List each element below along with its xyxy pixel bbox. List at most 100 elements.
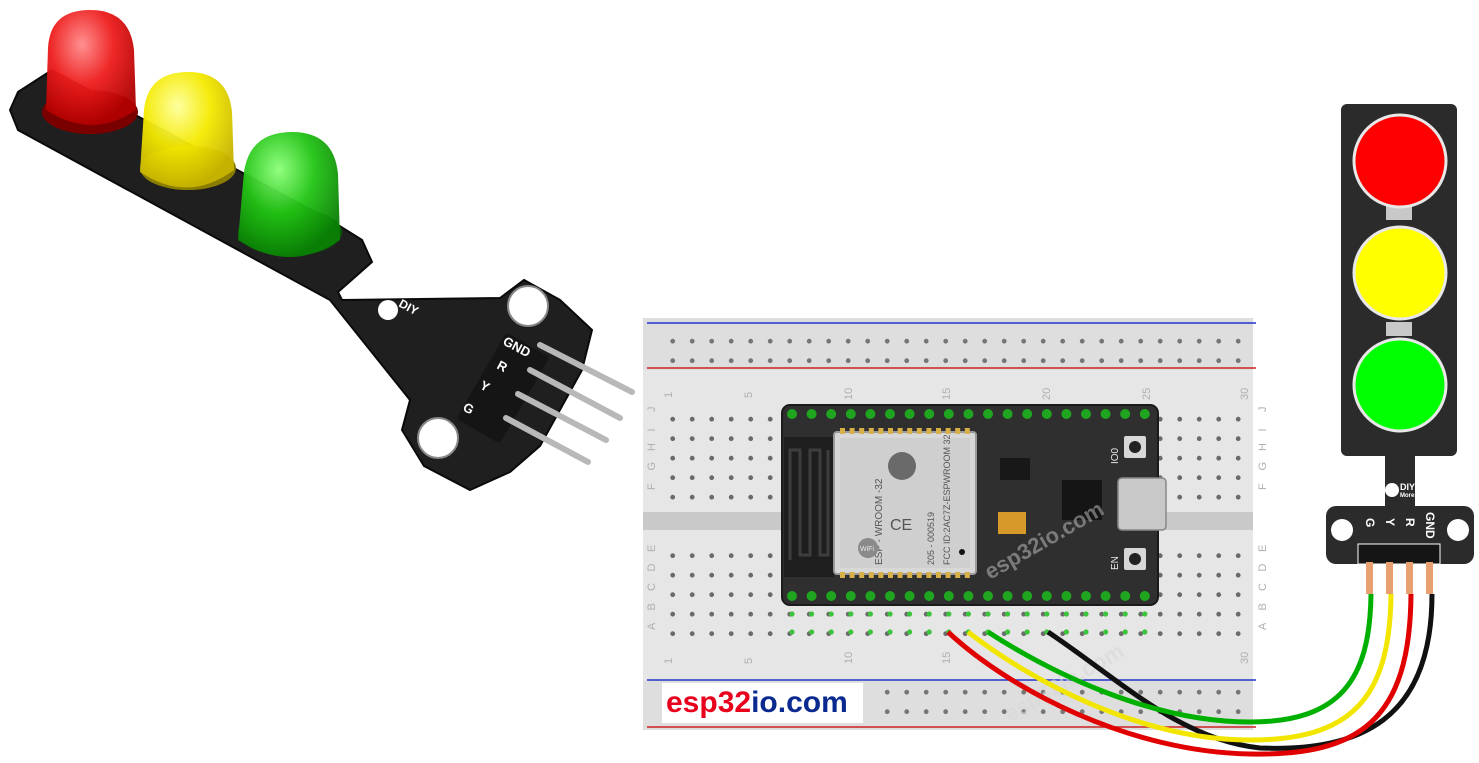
header-pin	[826, 409, 837, 419]
header-pin	[1120, 409, 1131, 419]
col-number: 10	[843, 652, 855, 664]
mounting-hole	[1331, 519, 1353, 541]
module-pin	[964, 572, 970, 578]
connected-hole	[809, 611, 815, 617]
module-pin	[868, 572, 874, 578]
mounting-hole	[1447, 519, 1469, 541]
traffic-light-module-photo: GND R Y G DIY	[8, 10, 635, 492]
usb-uart-chip	[1062, 480, 1102, 520]
module-pin	[926, 572, 932, 578]
connected-hole	[965, 611, 972, 617]
header-pin	[983, 409, 993, 419]
connected-hole	[1122, 629, 1128, 635]
connected-hole	[907, 611, 913, 617]
header-pin	[865, 591, 876, 601]
svg-text:WiFi: WiFi	[860, 546, 874, 553]
module-pin	[840, 428, 845, 434]
row-letter: E	[1257, 545, 1269, 552]
connected-hole	[848, 611, 854, 617]
en-label: EN	[1110, 556, 1121, 570]
module-label: FCC ID:2AC7Z-ESPWROOM 32	[942, 434, 952, 565]
pin-r	[1406, 562, 1413, 594]
row-letter: B	[1257, 603, 1269, 610]
espressif-logo-icon	[888, 452, 916, 480]
module-pin	[859, 572, 865, 578]
col-number: 25	[1141, 388, 1153, 400]
logo-part-io: io	[751, 686, 778, 719]
header-pin	[885, 409, 895, 419]
red-led	[42, 10, 138, 134]
module-pin	[878, 572, 884, 578]
pin-label-gnd: GND	[1423, 512, 1437, 539]
connected-hole	[926, 611, 932, 617]
connected-hole	[1103, 611, 1109, 617]
col-number: 10	[843, 388, 855, 400]
logo-part-esp32: esp32	[666, 686, 752, 719]
connected-hole	[867, 629, 874, 635]
regulator-chip	[1000, 458, 1030, 480]
header-pin	[845, 591, 856, 601]
module-pin	[955, 428, 961, 434]
header-pin	[963, 409, 974, 419]
header-pin	[943, 409, 954, 419]
header-pin	[1022, 409, 1033, 419]
header-pin	[904, 591, 915, 601]
header-pin	[826, 591, 837, 601]
connected-hole	[1122, 611, 1128, 617]
esp32-pin-headers	[787, 409, 1150, 601]
col-number: 15	[941, 388, 953, 400]
row-letter: G	[646, 462, 658, 471]
header-pin	[865, 409, 876, 419]
connected-hole	[1005, 629, 1011, 635]
green-led	[238, 132, 342, 257]
connected-hole	[1142, 611, 1148, 617]
row-letter: J	[646, 407, 658, 413]
connected-hole	[926, 629, 932, 635]
row-letter: H	[1257, 443, 1269, 451]
micro-usb-port	[1117, 477, 1167, 531]
module-label: 205 - 000519	[926, 512, 936, 565]
mounting-hole	[417, 417, 459, 459]
module-pin	[916, 428, 922, 434]
header-pin	[983, 591, 993, 601]
wire-y	[966, 593, 1394, 743]
header-pin	[1061, 409, 1072, 419]
row-letter: I	[646, 428, 658, 431]
connected-hole	[985, 611, 991, 617]
row-letter: A	[1257, 622, 1269, 630]
wire-g	[986, 593, 1374, 725]
connected-hole	[1142, 629, 1148, 635]
module-pin	[936, 572, 941, 578]
header-pin	[1002, 409, 1013, 419]
module-pin	[897, 428, 903, 434]
header-pin	[904, 409, 915, 419]
connected-hole	[887, 629, 893, 635]
header-pin	[1002, 591, 1013, 601]
header-pin	[1081, 409, 1091, 419]
header-pin	[806, 409, 817, 419]
connected-hole	[1044, 611, 1050, 617]
connected-hole	[1005, 611, 1011, 617]
row-letter: I	[1257, 428, 1269, 431]
connected-hole	[809, 629, 815, 635]
col-number: 15	[941, 652, 953, 664]
mounting-hole	[507, 285, 549, 327]
connected-hole	[1024, 611, 1030, 617]
header-pin	[1100, 409, 1111, 419]
module-pin	[868, 428, 874, 434]
svg-text:Mores: Mores	[1400, 493, 1418, 499]
col-number: 30	[1239, 388, 1251, 400]
col-number: 1	[663, 392, 675, 398]
header-pin	[1022, 591, 1033, 601]
wires	[946, 593, 1435, 757]
module-pin	[907, 428, 913, 434]
connected-hole	[828, 611, 834, 617]
header-pin	[845, 409, 856, 419]
svg-text:DIY: DIY	[1400, 482, 1415, 492]
row-letter: D	[1257, 564, 1269, 572]
green-light	[1352, 337, 1448, 433]
header-pin	[1139, 409, 1150, 419]
module-pin	[955, 572, 961, 578]
connected-hole	[887, 611, 893, 617]
wire-gnd	[1046, 593, 1435, 751]
